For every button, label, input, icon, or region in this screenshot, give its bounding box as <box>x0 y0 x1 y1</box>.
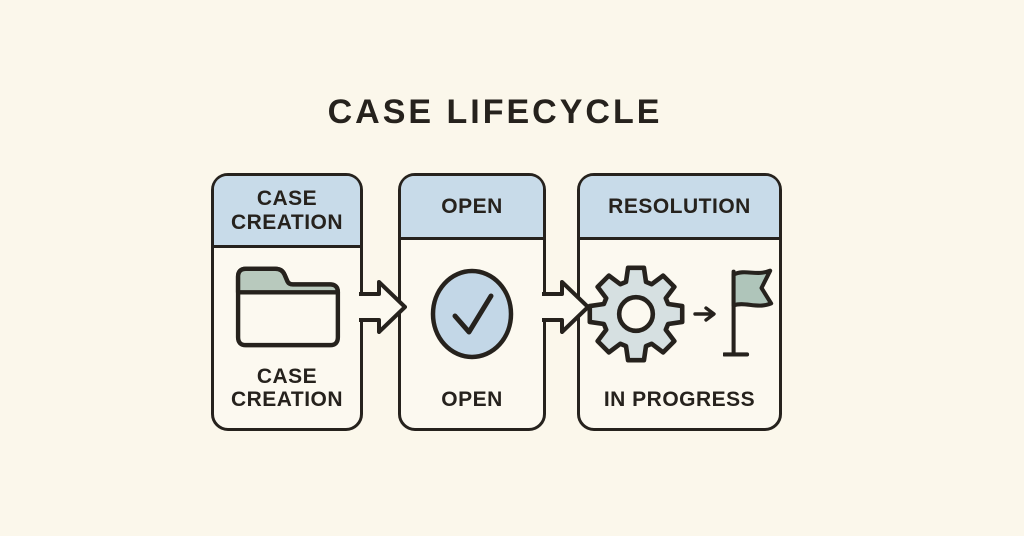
flow-block-arrow-icon <box>542 280 590 334</box>
stage-status-label: IN PROGRESS <box>603 388 756 412</box>
arrow-right-icon <box>692 306 716 322</box>
stage-header-case-creation: CASE CREATION <box>214 176 360 248</box>
stage-header-open: OPEN <box>401 176 543 240</box>
stage-header-label: CASE CREATION <box>230 186 344 234</box>
diagram-title: CASE LIFECYCLE <box>327 93 663 131</box>
folder-icon <box>235 267 341 348</box>
stage-body-case-creation: CASE CREATION <box>214 248 360 428</box>
stage-card-case-creation: CASE CREATION CASE CREATION <box>211 173 363 431</box>
flag-icon <box>722 268 773 357</box>
stage-icon-area <box>401 240 543 388</box>
check-circle-icon <box>430 268 514 360</box>
stage-body-resolution: IN PROGRESS <box>580 240 779 428</box>
stage-status-label: CASE CREATION <box>230 364 344 412</box>
stage-card-resolution: RESOLUTION IN PROGRESS <box>577 173 782 431</box>
flow-block-arrow-icon <box>359 280 407 334</box>
stage-icon-area <box>214 248 360 365</box>
stage-icon-area <box>580 240 779 388</box>
stage-header-label: RESOLUTION <box>608 194 751 218</box>
stage-header-label: OPEN <box>441 194 503 218</box>
stage-card-open: OPEN OPEN <box>398 173 546 431</box>
gear-icon <box>586 265 685 363</box>
stage-header-resolution: RESOLUTION <box>580 176 779 240</box>
stage-status-label: OPEN <box>441 388 503 412</box>
stage-body-open: OPEN <box>401 240 543 428</box>
